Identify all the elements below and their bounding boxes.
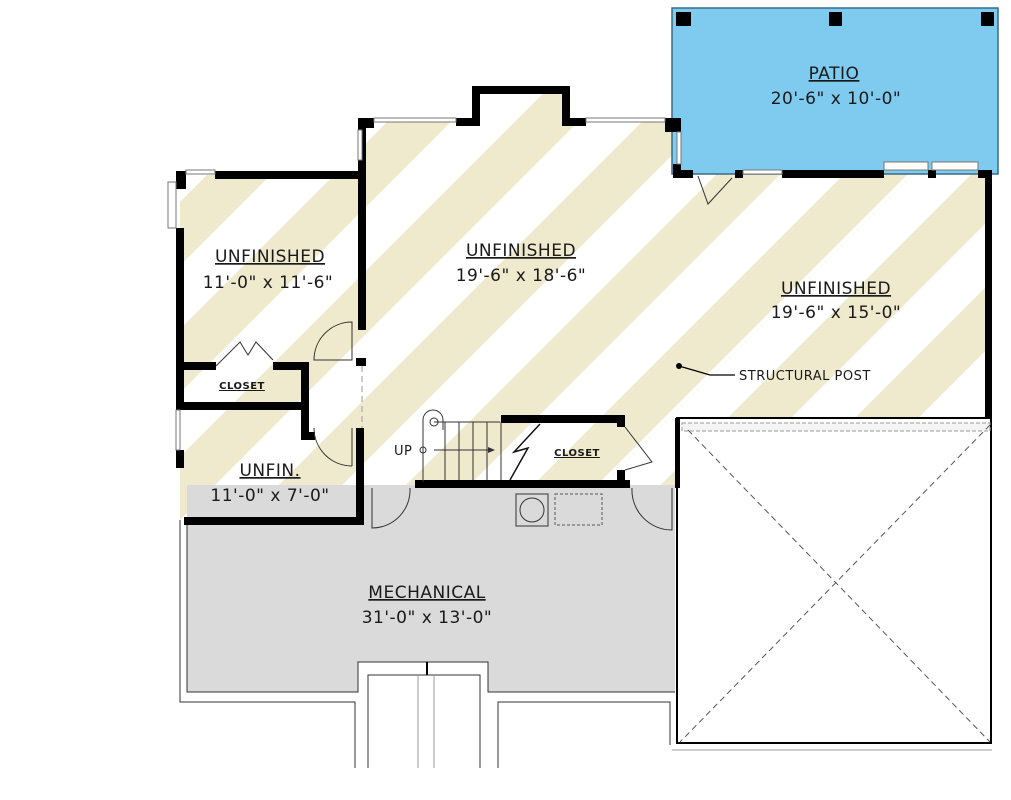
unfinished-floor-area (180, 92, 988, 520)
closet-stair-name: CLOSET (554, 448, 600, 459)
closet-left-name: CLOSET (219, 381, 265, 392)
unfinished-center-name: UNFINISHED (466, 241, 576, 261)
patio-post-icon (981, 12, 994, 26)
unfinished-left-name: UNFINISHED (215, 247, 325, 267)
walls (176, 86, 992, 525)
unfinished-center-dims: 19'-6" x 18'-6" (456, 266, 587, 286)
appliances (515, 493, 603, 527)
stair (419, 409, 541, 482)
unfin-small-dims: 11'-0" x 7'-0" (210, 486, 329, 506)
break-line-icon (509, 423, 541, 481)
garage-area (672, 417, 992, 751)
furnace-icon (554, 493, 603, 526)
stair-start-icon (419, 446, 427, 454)
foundation-wall (179, 520, 675, 768)
mechanical-name: MECHANICAL (368, 583, 485, 603)
doors (215, 175, 733, 531)
water-heater-icon (515, 493, 549, 527)
room-labels: PATIO 20'-6" x 10'-0" UNFINISHED 11'-0" … (203, 64, 902, 628)
unfinished-left-dims: 11'-0" x 11'-6" (203, 273, 334, 293)
structural-post-label: STRUCTURAL POST (739, 369, 871, 384)
structural-post (676, 363, 735, 376)
mechanical-floor-area (187, 485, 675, 692)
patio-post-icon (829, 12, 842, 26)
unfinished-right-dims: 19'-6" x 15'-0" (771, 303, 902, 323)
windows (167, 117, 979, 451)
arrow-icon (488, 447, 495, 453)
unfinished-right-name: UNFINISHED (781, 279, 891, 299)
patio-dims: 20'-6" x 10'-0" (771, 89, 902, 109)
stair-up-label: UP (394, 444, 412, 459)
unfin-small-name: UNFIN. (239, 461, 300, 481)
patio-name: PATIO (809, 64, 860, 84)
mechanical-dims: 31'-0" x 13'-0" (362, 608, 493, 628)
patio-post-icon (676, 12, 691, 26)
